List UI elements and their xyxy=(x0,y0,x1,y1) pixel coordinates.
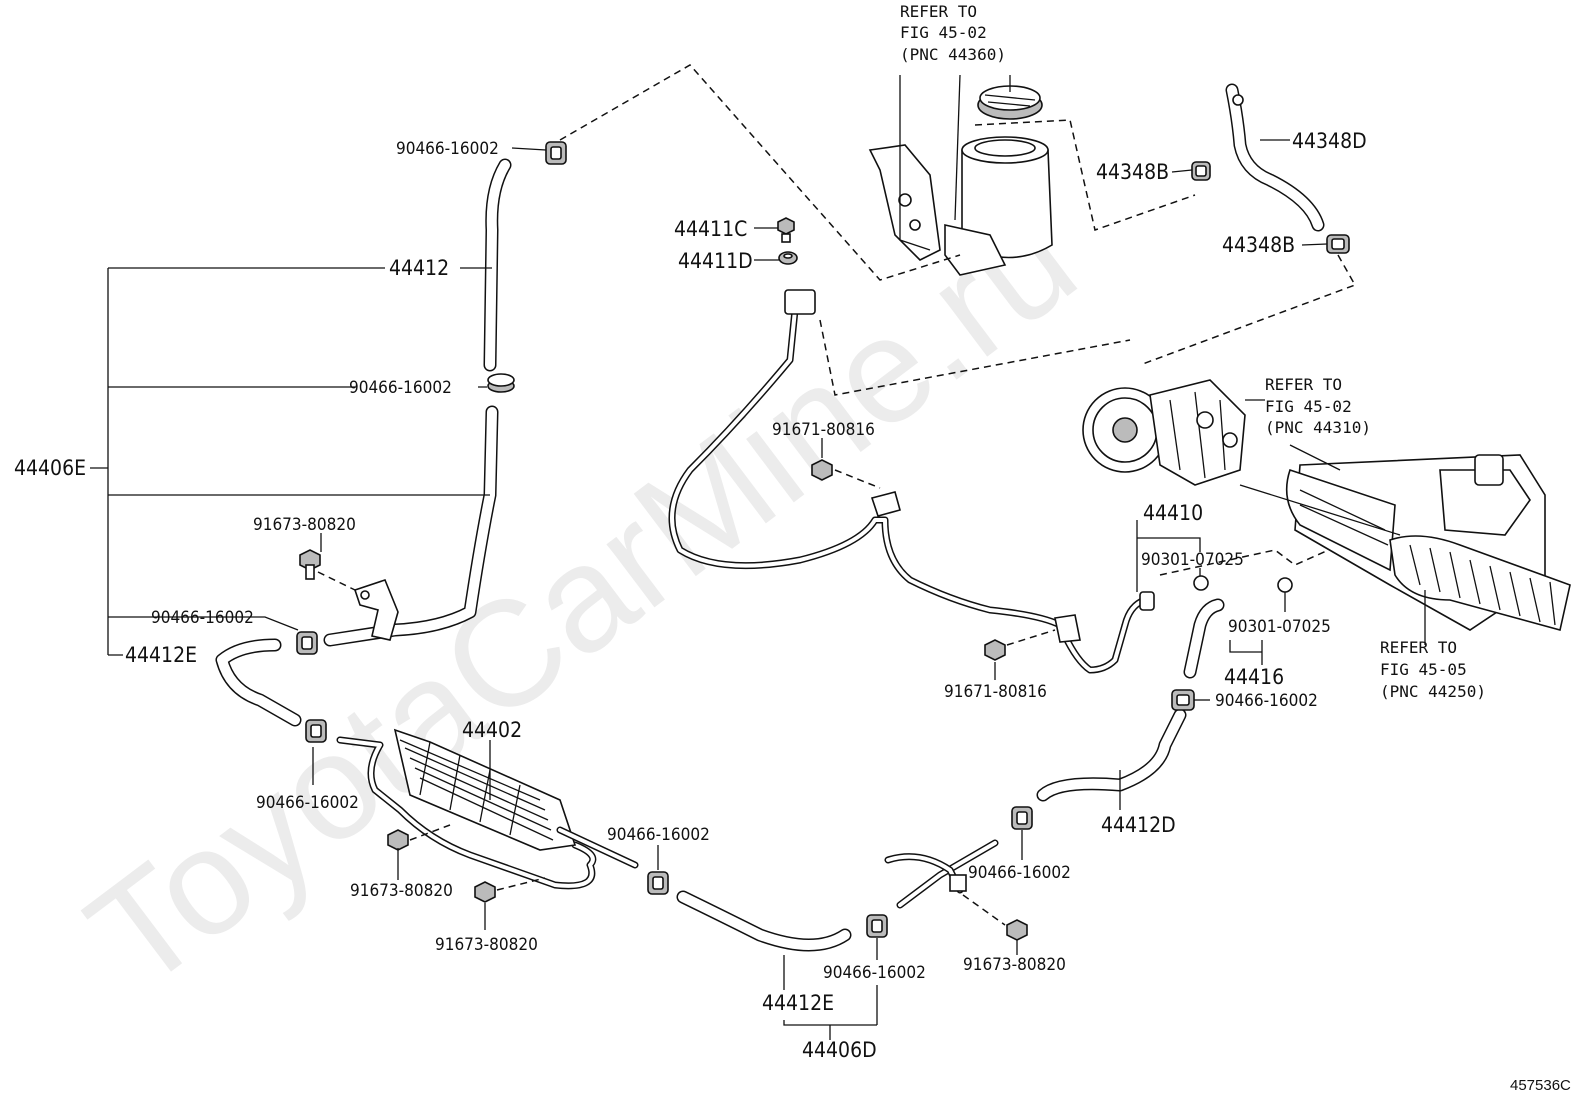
label-44406E: 44406E xyxy=(14,456,86,480)
label-44402: 44402 xyxy=(462,718,522,742)
hose-44348D[interactable] xyxy=(1225,83,1325,232)
hose-44412E-bottom[interactable] xyxy=(676,890,852,952)
label-44412: 44412 xyxy=(389,256,449,280)
svg-text:(PNC 44250): (PNC 44250) xyxy=(1380,682,1486,701)
label-44348D: 44348D xyxy=(1292,129,1367,153)
svg-text:FIG 45-05: FIG 45-05 xyxy=(1380,660,1467,679)
hose-44416[interactable] xyxy=(1183,598,1225,679)
label-90466-16002: 90466-16002 xyxy=(151,608,254,628)
label-44406D: 44406D xyxy=(802,1038,877,1062)
clamp-90466-mid[interactable] xyxy=(487,373,515,393)
bolt-91673-c[interactable] xyxy=(474,881,496,903)
ref-note-reservoir: REFER TO FIG 45-02 (PNC 44360) xyxy=(900,2,1006,64)
figure-id: 457536C xyxy=(1510,1077,1571,1094)
label-90466-16002: 90466-16002 xyxy=(396,139,499,159)
label-90301-07025: 90301-07025 xyxy=(1228,617,1331,637)
clamp-90466-top[interactable] xyxy=(545,141,567,165)
label-44412D: 44412D xyxy=(1101,813,1176,837)
hose-44412E-left[interactable] xyxy=(215,638,302,727)
label-91673-80820: 91673-80820 xyxy=(253,515,356,535)
pipe-44410[interactable] xyxy=(668,289,1155,674)
clamp-90466-right-low[interactable] xyxy=(1011,806,1033,830)
bolt-91671-b[interactable] xyxy=(984,639,1006,661)
bolt-91673-a[interactable] xyxy=(299,549,321,580)
label-90466-16002: 90466-16002 xyxy=(823,963,926,983)
label-44411D: 44411D xyxy=(678,249,753,273)
label-44416: 44416 xyxy=(1224,665,1284,689)
label-90466-16002: 90466-16002 xyxy=(968,863,1071,883)
svg-text:FIG 45-02: FIG 45-02 xyxy=(900,23,987,42)
clamp-90466-left[interactable] xyxy=(296,631,318,655)
label-44412E: 44412E xyxy=(125,643,197,667)
reservoir-assembly[interactable] xyxy=(868,85,1053,276)
label-91673-80820: 91673-80820 xyxy=(435,935,538,955)
clamp-90466-right[interactable] xyxy=(1171,689,1195,711)
label-90466-16002: 90466-16002 xyxy=(607,825,710,845)
label-44348B: 44348B xyxy=(1222,233,1295,257)
bolt-91673-d[interactable] xyxy=(1006,919,1028,941)
clamp-44348B-b[interactable] xyxy=(1326,234,1350,254)
power-steering-pump[interactable] xyxy=(1082,379,1246,486)
hose-44412D[interactable] xyxy=(1036,708,1187,802)
label-44411C: 44411C xyxy=(674,217,747,241)
svg-text:REFER TO: REFER TO xyxy=(900,2,977,21)
bolt-91673-b[interactable] xyxy=(387,829,409,851)
svg-text:(PNC 44360): (PNC 44360) xyxy=(900,45,1006,64)
pipe-fitting-middle[interactable] xyxy=(884,839,999,909)
leader-44406E xyxy=(90,267,492,656)
ref-note-gear: REFER TO FIG 45-05 (PNC 44250) xyxy=(1380,638,1486,701)
label-91673-80820: 91673-80820 xyxy=(963,955,1066,975)
svg-text:REFER TO: REFER TO xyxy=(1380,638,1457,657)
clamp-44348B-a[interactable] xyxy=(1191,161,1211,181)
steering-gear[interactable] xyxy=(1285,454,1571,631)
bracket-left[interactable] xyxy=(353,579,399,641)
label-91671-80816: 91671-80816 xyxy=(772,420,875,440)
ref-note-pump: REFER TO FIG 45-02 (PNC 44310) xyxy=(1265,375,1371,437)
clamp-90466-bottom[interactable] xyxy=(647,871,669,895)
bolt-44411C[interactable] xyxy=(777,217,795,243)
label-90466-16002: 90466-16002 xyxy=(1215,691,1318,711)
clamp-90466-bottom2[interactable] xyxy=(866,914,888,938)
bolt-91671-a[interactable] xyxy=(811,459,833,481)
label-90466-16002: 90466-16002 xyxy=(256,793,359,813)
label-44412E: 44412E xyxy=(762,991,834,1015)
label-44348B: 44348B xyxy=(1096,160,1169,184)
svg-text:REFER TO: REFER TO xyxy=(1265,375,1342,394)
svg-text:(PNC 44310): (PNC 44310) xyxy=(1265,418,1371,437)
label-91673-80820: 91673-80820 xyxy=(350,881,453,901)
hose-44412[interactable] xyxy=(323,158,512,647)
cooler-44402[interactable] xyxy=(336,728,639,890)
o-ring-90301-b[interactable] xyxy=(1277,577,1293,593)
o-ring-90301-a[interactable] xyxy=(1193,575,1209,591)
label-91671-80816: 91671-80816 xyxy=(944,682,1047,702)
svg-text:FIG 45-02: FIG 45-02 xyxy=(1265,397,1352,416)
gasket-44411D[interactable] xyxy=(778,251,798,265)
label-90301-07025: 90301-07025 xyxy=(1141,550,1244,570)
label-44410: 44410 xyxy=(1143,501,1203,525)
label-90466-16002: 90466-16002 xyxy=(349,378,452,398)
clamp-90466-cooler[interactable] xyxy=(305,719,327,743)
